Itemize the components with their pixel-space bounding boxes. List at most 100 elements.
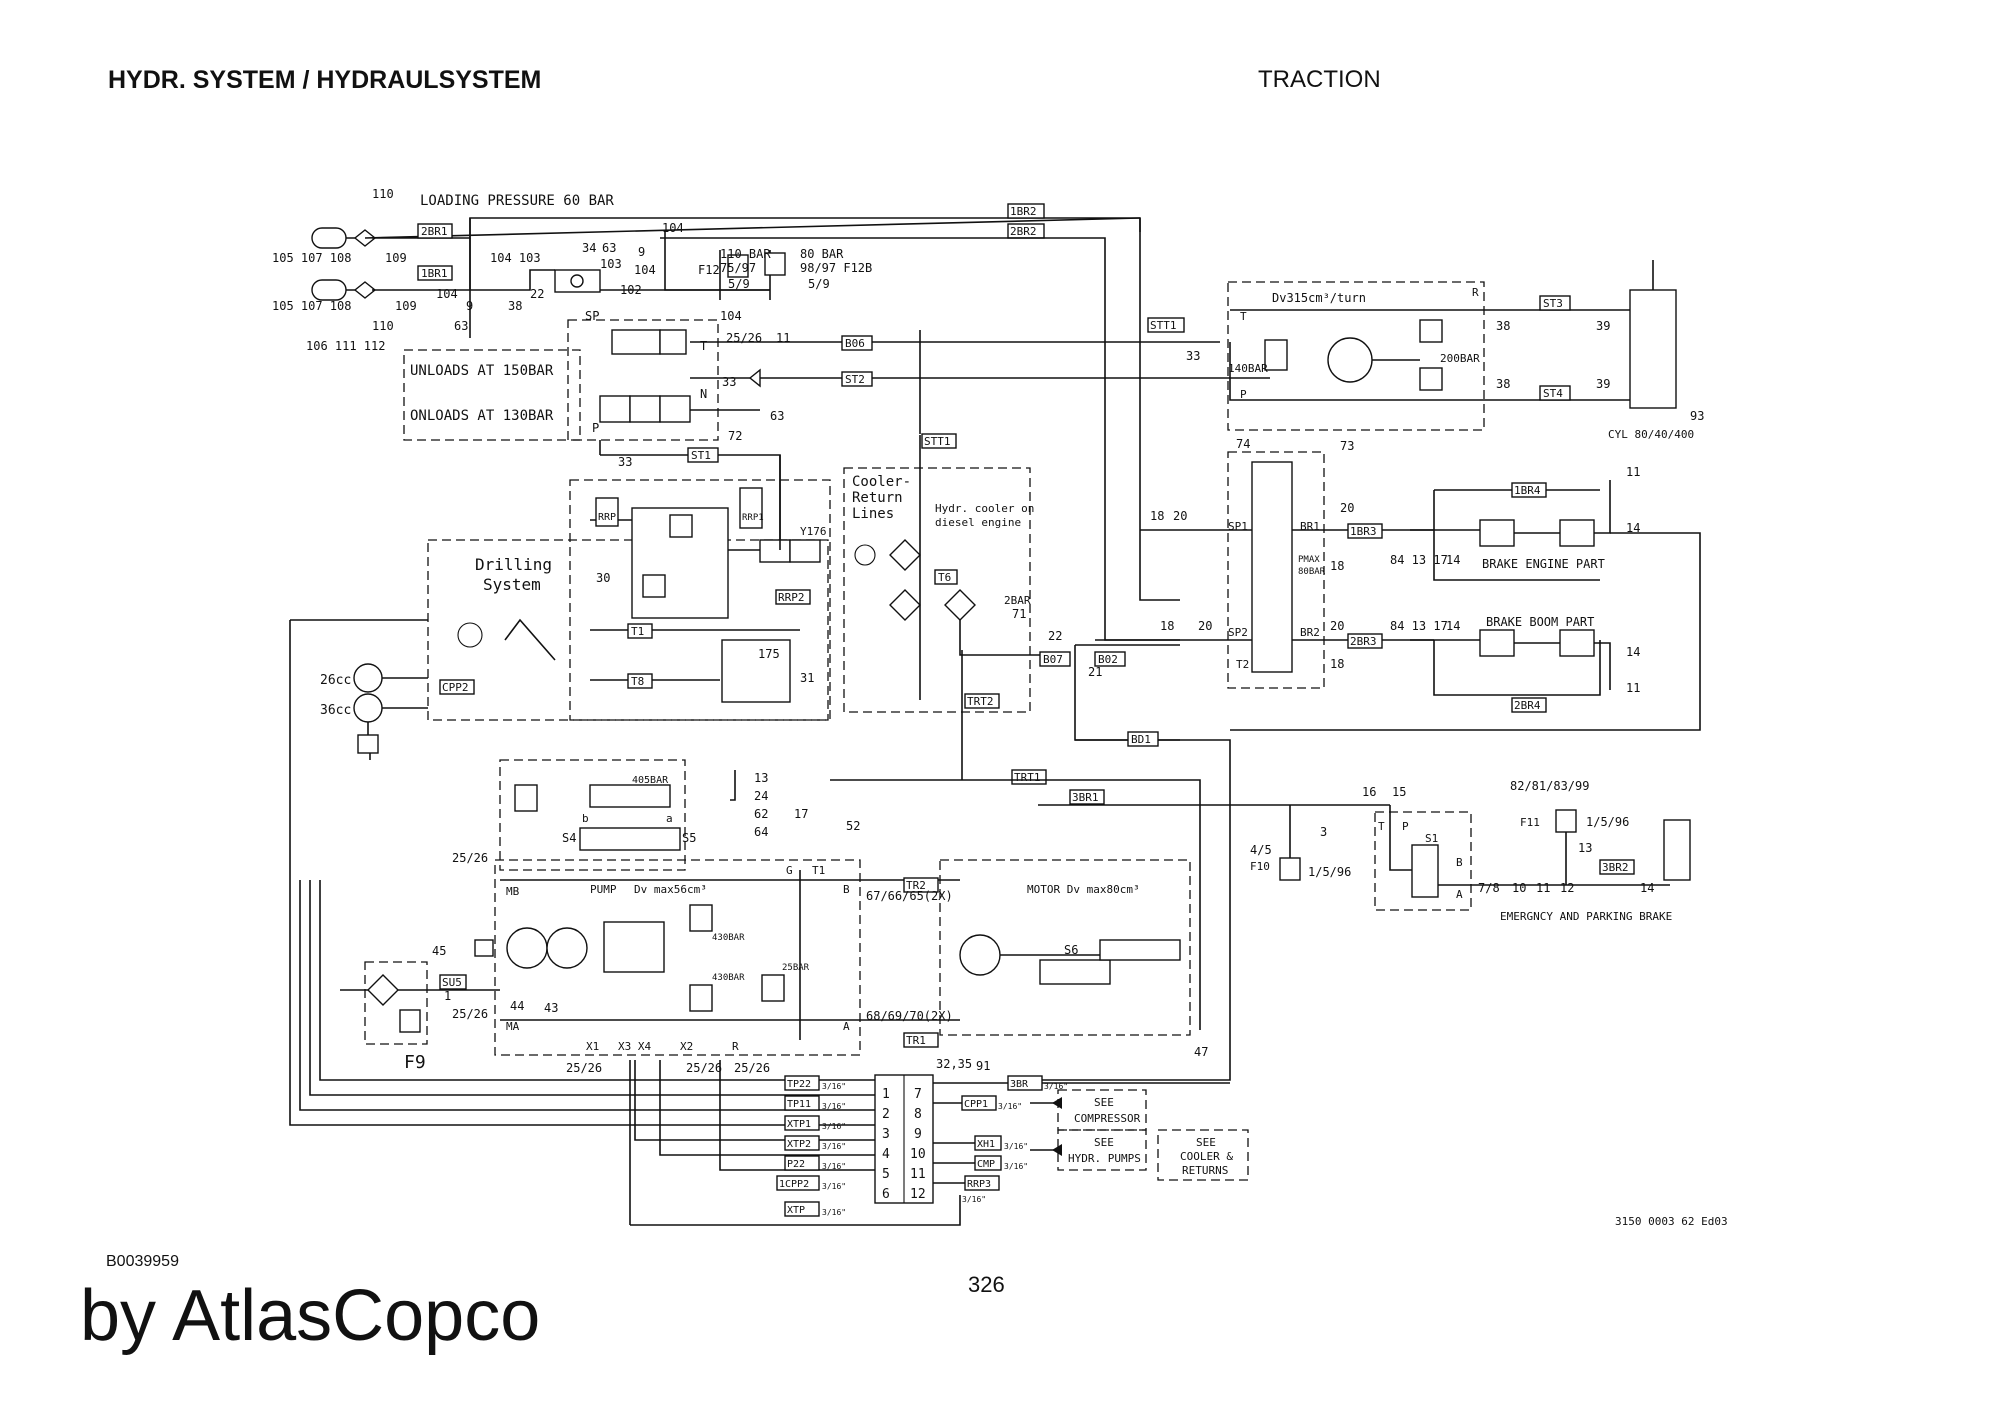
ref-175: 175 xyxy=(758,647,780,661)
ref-25-26f: 25/26 xyxy=(734,1061,770,1075)
see-cooler-1: SEE xyxy=(1196,1136,1216,1149)
tag-t1-drill: T1 xyxy=(631,625,644,638)
page-number: 326 xyxy=(968,1272,1005,1297)
pump-block xyxy=(494,859,861,1056)
ref-93: 93 xyxy=(1690,409,1704,423)
port-size-cpp1: 3/16" xyxy=(998,1102,1022,1111)
solenoid-y176 xyxy=(789,539,821,563)
emergency-valve-block xyxy=(1374,811,1472,911)
traction-motor-block xyxy=(1227,281,1485,431)
check-valve-110b xyxy=(353,281,377,299)
port-tag-tp11: TP11 xyxy=(787,1099,811,1110)
ref-39a: 39 xyxy=(1596,319,1610,333)
motor-port-p: P xyxy=(1240,388,1247,401)
pump-label: PUMP xyxy=(590,883,617,896)
ref-25-26c: 25/26 xyxy=(452,1007,488,1021)
conn-pin-9: 9 xyxy=(914,1127,922,1142)
pressure-switch-80bar xyxy=(764,252,786,276)
note-80bar-sub: 98/97 F12B xyxy=(800,261,872,275)
ref-74: 74 xyxy=(1236,437,1250,451)
ref-67-66-65: 67/66/65(2X) xyxy=(866,889,953,903)
ref-39b: 39 xyxy=(1596,377,1610,391)
ref-9b: 9 xyxy=(638,245,645,259)
pump-control xyxy=(603,921,665,973)
ref-73: 73 xyxy=(1340,439,1354,453)
tag-3br1: 3BR1 xyxy=(1072,791,1099,804)
ref-14b: 14 xyxy=(1626,521,1640,535)
ref-63a: 63 xyxy=(454,319,468,333)
port-size-xh1: 3/16" xyxy=(1004,1142,1028,1151)
brake-valve-74 xyxy=(1251,461,1293,673)
parking-brake-spring xyxy=(1663,819,1691,881)
ref-33c: 33 xyxy=(1186,349,1200,363)
tag-b07: B07 xyxy=(1043,653,1063,666)
relief-valve-140bar xyxy=(1264,339,1288,371)
ref-91: 91 xyxy=(976,1059,990,1073)
ref-30: 30 xyxy=(596,571,610,585)
conn-pin-10: 10 xyxy=(910,1147,926,1162)
valve-s6 xyxy=(1039,959,1111,985)
ref-22b: 22 xyxy=(1048,629,1062,643)
ref-20c: 20 xyxy=(1198,619,1212,633)
ref-25-26d: 25/26 xyxy=(566,1061,602,1075)
unload-note-box xyxy=(403,349,581,441)
motor-block xyxy=(939,859,1191,1036)
port-tag-1cpp2: 1CPP2 xyxy=(779,1179,809,1190)
ref-71: 71 xyxy=(1012,607,1026,621)
conn-pin-5: 5 xyxy=(882,1167,890,1182)
tag-t8: T8 xyxy=(631,675,644,688)
port-size-tp11: 3/16" xyxy=(822,1102,846,1111)
tag-rrp2: RRP2 xyxy=(778,591,805,604)
ref-14e: 14 xyxy=(1640,881,1654,895)
see-cooler-3: RETURNS xyxy=(1182,1164,1228,1177)
ref-105b: 105 107 108 xyxy=(272,299,351,313)
port-tag-cpp1: CPP1 xyxy=(964,1099,988,1110)
tag-stt1-mid: STT1 xyxy=(924,435,951,448)
ref-12: 12 xyxy=(1560,881,1574,895)
see-compressor-1: SEE xyxy=(1094,1096,1114,1109)
port-p: P xyxy=(592,421,599,435)
ref-38a: 38 xyxy=(508,299,522,313)
label-36cc: 36cc xyxy=(320,703,351,718)
cooler-diamond-1 xyxy=(889,539,921,571)
ref-25-26e: 25/26 xyxy=(686,1061,722,1075)
ref-25-26b: 25/26 xyxy=(452,851,488,865)
tag-2br2: 2BR2 xyxy=(1010,225,1037,238)
hydr-cooler-label-1: Hydr. cooler on xyxy=(935,502,1034,515)
ref-33b: 33 xyxy=(618,455,632,469)
label-s1: S1 xyxy=(1425,832,1438,845)
tag-tr1: TR1 xyxy=(906,1034,926,1047)
ref-11b: 11 xyxy=(1626,465,1640,479)
pump-36cc xyxy=(353,693,383,723)
see-cooler-2: COOLER & xyxy=(1180,1150,1233,1163)
ref-11d: 11 xyxy=(1536,881,1550,895)
unloading-valve-block xyxy=(567,319,719,441)
ref-1-5-96a: 1/5/96 xyxy=(1308,865,1351,879)
tag-rrp: RRP xyxy=(598,512,616,523)
port-tag-xtp1: XTP1 xyxy=(787,1119,811,1130)
ref-25-26a: 25/26 xyxy=(726,331,762,345)
ref-1: 1 xyxy=(444,989,451,1003)
note-430bar-a: 430BAR xyxy=(712,933,745,943)
ref-68-69-70: 68/69/70(2X) xyxy=(866,1009,953,1023)
ref-18d: 18 xyxy=(1330,657,1344,671)
port-a-pump: A xyxy=(843,1020,850,1033)
accumulator-group xyxy=(311,217,1141,301)
ref-84a: 84 13 17 xyxy=(1390,553,1448,567)
ref-11a: 11 xyxy=(776,331,790,345)
ref-38b: 38 xyxy=(1496,319,1510,333)
label-sp2: SP2 xyxy=(1228,626,1248,639)
port-b-pump: B xyxy=(843,883,850,896)
port-a-em: A xyxy=(1456,888,1463,901)
ref-103: 103 xyxy=(600,257,622,271)
ref-63c: 63 xyxy=(770,409,784,423)
traction-motor xyxy=(1327,337,1373,383)
note-110bar-sub: 75/97 xyxy=(720,261,756,275)
charge-pump xyxy=(506,927,548,969)
ref-34: 34 xyxy=(582,241,596,255)
tag-trt2: TRT2 xyxy=(967,695,994,708)
drawing-number: 3150 0003 62 Ed03 xyxy=(1615,1215,1728,1228)
check-valve-63 xyxy=(748,368,761,388)
pilot-valve-block xyxy=(499,759,686,871)
ref-16: 16 xyxy=(1362,785,1376,799)
